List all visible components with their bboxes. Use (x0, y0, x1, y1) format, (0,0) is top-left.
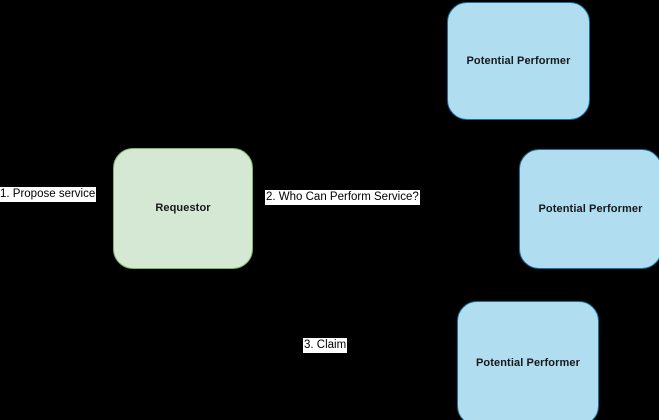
node-potential-performer-1-label: Potential Performer (466, 54, 571, 67)
edge-label-claim: 3. Claim (303, 338, 348, 353)
node-requestor-label: Requestor (155, 202, 211, 214)
node-requestor[interactable]: Requestor (113, 148, 253, 269)
node-potential-performer-1[interactable]: Potential Performer (447, 2, 590, 120)
node-potential-performer-2[interactable]: Potential Performer (519, 149, 659, 269)
node-potential-performer-3-label: Potential Performer (476, 357, 580, 369)
edge-label-who-can-perform-service: 2. Who Can Perform Service? (265, 190, 420, 205)
node-potential-performer-2-label: Potential Performer (538, 202, 643, 215)
edge-label-propose-service: 1. Propose service (0, 187, 97, 202)
node-potential-performer-3[interactable]: Potential Performer (457, 301, 599, 420)
